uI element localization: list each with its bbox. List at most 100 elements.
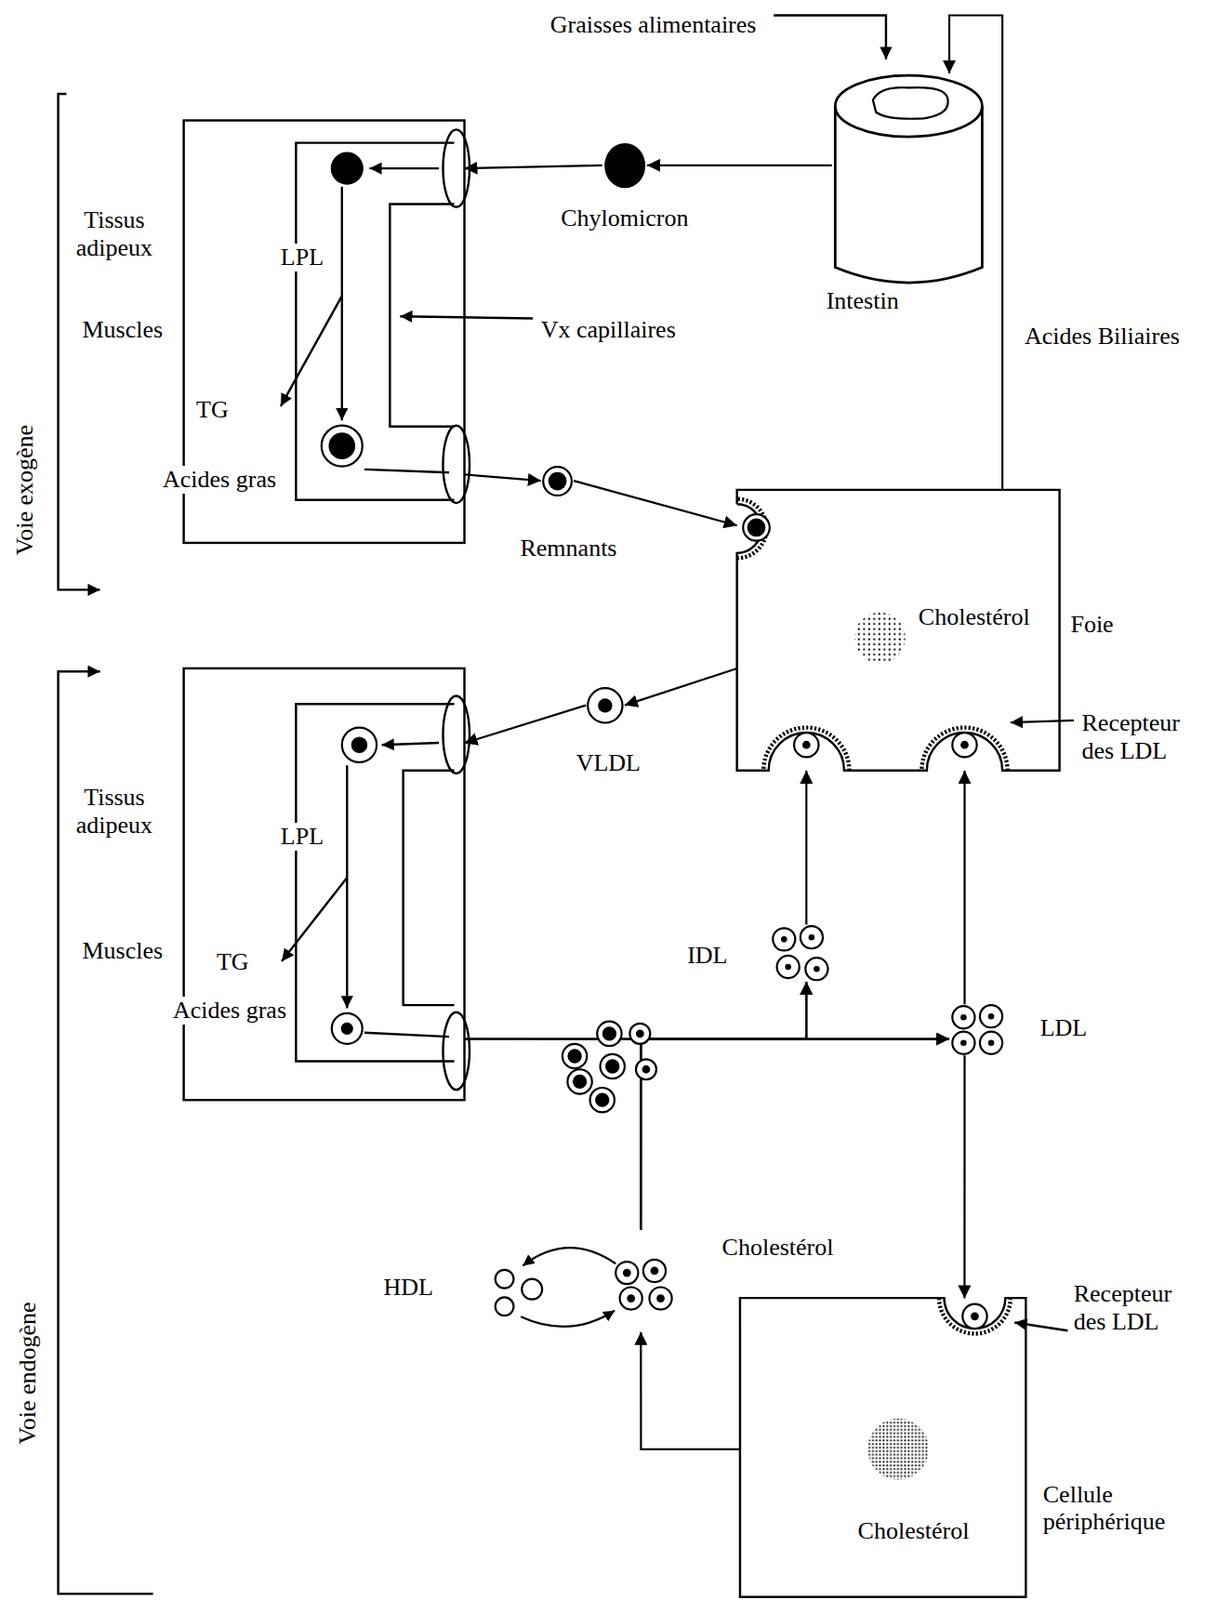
particle-core: [606, 1059, 619, 1073]
flow-arrow: [369, 167, 439, 170]
capillary: [295, 703, 454, 1061]
capillary: [389, 204, 454, 427]
shape: [604, 143, 646, 188]
particle: [600, 1054, 625, 1079]
flow-connector: [647, 164, 833, 167]
shape: [776, 955, 799, 979]
flow-arrow: [341, 186, 344, 421]
particle-core: [971, 1313, 979, 1321]
capillary: [403, 770, 455, 1006]
shape: [834, 105, 982, 283]
lipid-label: TG: [194, 396, 231, 424]
shape: [656, 1294, 665, 1303]
leader-arrow: [1014, 1322, 1068, 1331]
particle: [952, 732, 977, 757]
shape: [615, 1261, 638, 1284]
leader-arrow: [773, 14, 887, 59]
capillary-lens: [442, 425, 470, 503]
organ-label: Intestin: [824, 287, 901, 316]
particle: [629, 1023, 650, 1045]
shape: [522, 1247, 616, 1266]
particle-core: [330, 433, 355, 458]
shape: [542, 466, 572, 496]
shape: [805, 957, 828, 980]
flow-connector: [963, 1055, 966, 1298]
particle: [342, 728, 377, 763]
particle-core: [748, 519, 766, 537]
edge-label: Acides Biliaires: [1022, 322, 1182, 351]
tissue-outline: [184, 668, 465, 1100]
shape: [648, 1286, 672, 1310]
shape: [587, 688, 623, 723]
lipid-label: Acides gras: [171, 996, 289, 1025]
pathway-label: Voie endogène: [13, 1299, 42, 1446]
particle: [331, 153, 363, 185]
flow-connector: [573, 480, 738, 526]
particle-core: [603, 1027, 616, 1040]
cholesterol-label: Cholestérol: [720, 1233, 836, 1262]
flow-line: [364, 1032, 450, 1037]
particle-core: [352, 738, 367, 753]
shape: [873, 87, 949, 120]
particle-label: LDL: [1038, 1014, 1090, 1043]
particle: [962, 1304, 987, 1329]
input-label: Graisses alimentaires: [548, 11, 759, 40]
enzyme-label: LPL: [278, 243, 326, 272]
particle: [321, 425, 363, 467]
shape: [952, 1032, 975, 1055]
cholesterol-label: Cholestérol: [856, 1517, 972, 1546]
callout-label: Vx capillaires: [539, 316, 678, 345]
particle-core: [595, 1094, 609, 1107]
diagram-node: LDL: [949, 1004, 1006, 1056]
particle-label: IDL: [685, 941, 729, 970]
ldl-particles: [949, 1004, 1006, 1056]
shape: [521, 1279, 543, 1300]
particle-core: [573, 1075, 586, 1088]
tissue-label: Muscles: [79, 937, 165, 966]
cell-label: Cellule périphérique: [1041, 1481, 1189, 1537]
vldl-particle: [585, 686, 625, 726]
particle: [331, 1013, 363, 1045]
diagram-node: VLDL: [585, 686, 625, 726]
flow-connector: [963, 770, 966, 1005]
cholesterol-blob: [854, 612, 906, 664]
diagram-node: Remnants: [541, 464, 574, 498]
particle-core: [803, 741, 810, 749]
shape: [520, 1310, 615, 1327]
flow-arrow: [382, 742, 439, 745]
particle: [635, 1058, 657, 1080]
shape: [548, 471, 568, 490]
particle-core: [568, 1049, 581, 1062]
shape: [597, 698, 612, 713]
diagram-node: HDL: [488, 1230, 678, 1333]
tissue-label: Tissus adipeux: [66, 783, 163, 840]
particle: [596, 1021, 622, 1046]
remnant-particle: [541, 464, 574, 498]
capillary: [295, 143, 454, 501]
lipid-label: TG: [214, 948, 252, 977]
hdl-particles: [488, 1230, 678, 1333]
flow-connector: [640, 981, 807, 1231]
lipid-label: Acides gras: [160, 465, 278, 494]
flow-arrow: [280, 295, 343, 407]
diagram-node: CholestérolCellule périphérique: [740, 1297, 1026, 1598]
particle-label: VLDL: [574, 749, 643, 778]
liver-outline: [737, 489, 1060, 771]
diagram-node: Tissus adipeuxMuscles: [184, 668, 465, 1100]
shape: [800, 926, 823, 949]
shape: [619, 1286, 642, 1310]
line-work: [58, 14, 1074, 1597]
flow-connector: [640, 1039, 950, 1231]
shape: [626, 1294, 636, 1303]
particle-label: Remnants: [517, 534, 619, 563]
flow-connector: [624, 668, 738, 706]
organ-label: Foie: [1068, 610, 1115, 639]
capillary-lens: [442, 696, 470, 774]
particle-label: Chylomicron: [558, 204, 690, 233]
shape: [784, 963, 792, 970]
diagram-node: CholestérolFoie: [737, 489, 1060, 771]
flow-connector: [464, 474, 542, 481]
receptor-coat: [939, 1297, 1011, 1334]
diagram-node: IDL: [770, 925, 830, 982]
